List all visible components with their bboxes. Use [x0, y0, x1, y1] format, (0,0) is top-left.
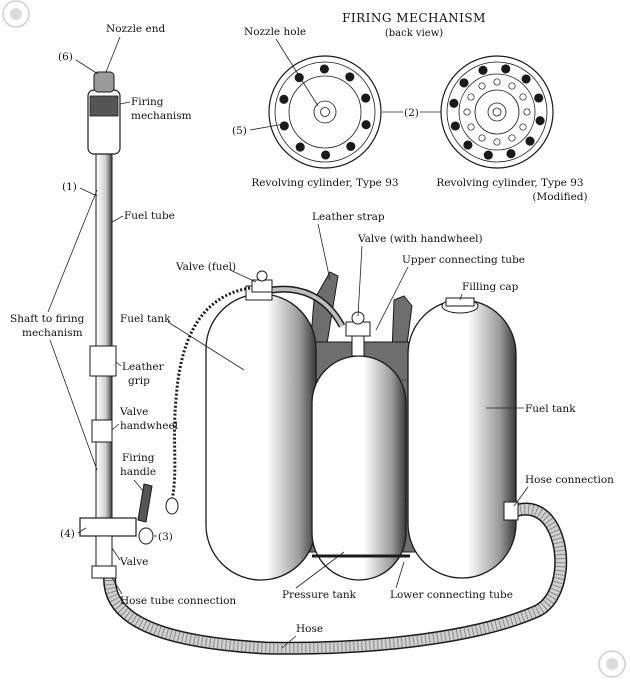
label-lower-connecting-tube: Lower connecting tube	[390, 589, 513, 601]
cylinder-hole	[525, 136, 535, 146]
cylinder-hole	[346, 141, 356, 151]
cylinder-hole	[463, 108, 471, 116]
label-fuel-tank-left: Fuel tank	[120, 313, 171, 325]
cylinder-hole	[450, 121, 460, 131]
label-valve-handwheel-line2: handwheel	[120, 420, 179, 432]
label-cylinder-type93: Revolving cylinder, Type 93	[251, 177, 398, 189]
cylinder-hole	[534, 93, 544, 103]
cylinder-hole	[508, 82, 516, 90]
label-valve-fuel: Valve (fuel)	[175, 261, 236, 273]
cylinder-hole	[519, 93, 527, 101]
cylinder-hole	[279, 94, 289, 104]
cylinder-hole	[519, 123, 527, 131]
label-firing-handle-line2: handle	[120, 466, 156, 478]
label-pressure-tank: Pressure tank	[282, 589, 357, 601]
watermark-logo-bottom-right	[598, 650, 626, 678]
cylinder-hole	[361, 120, 371, 130]
label-ref-3: (3)	[158, 531, 173, 543]
cylinder-hole	[361, 93, 371, 103]
gun-tube-drawing	[79, 71, 154, 579]
fuel-tank-left-drawing	[205, 285, 317, 581]
revolving-cylinder-type93-drawing	[268, 55, 382, 169]
cylinder-hole	[449, 98, 459, 108]
cylinder-hole	[478, 82, 486, 90]
label-firing-mechanism-line1: Firing	[131, 96, 164, 108]
cylinder-hole	[478, 134, 486, 142]
diagram-title: FIRING MECHANISM	[342, 11, 486, 25]
label-fuel-tube: Fuel tube	[124, 210, 175, 222]
cylinder-hole	[478, 65, 488, 75]
label-ref-4: (4)	[60, 528, 75, 540]
cylinder-hole	[279, 121, 289, 131]
label-valve: Valve	[119, 556, 148, 568]
label-firing-handle-line1: Firing	[122, 452, 155, 464]
cylinder-hole	[521, 74, 531, 84]
label-hose: Hose	[296, 623, 323, 635]
hose-connection-fitting	[503, 501, 519, 521]
label-shaft-line2: mechanism	[22, 327, 83, 339]
label-leather-strap: Leather strap	[312, 211, 385, 223]
label-valve-handwheel-line1: Valve	[119, 406, 148, 418]
label-cylinder-modified-note: (Modified)	[532, 191, 587, 203]
label-hose-tube-connection: Hose tube connection	[120, 595, 236, 607]
label-ref-5: (5)	[232, 125, 247, 137]
cylinder-hole	[319, 64, 329, 74]
cylinder-hole	[459, 78, 469, 88]
diagram-subtitle: (back view)	[385, 28, 443, 39]
label-ref-2: (2)	[404, 107, 419, 119]
pressure-tank-drawing	[311, 355, 407, 581]
label-valve-with-handwheel: Valve (with handwheel)	[357, 233, 483, 245]
watermark-logo-top-left	[2, 0, 30, 28]
revolving-cylinder-type93-modified-drawing	[440, 55, 554, 169]
label-nozzle-hole: Nozzle hole	[244, 26, 306, 38]
cylinder-hole	[295, 142, 305, 152]
label-cylinder-type93-modified: Revolving cylinder, Type 93	[436, 177, 583, 189]
cylinder-hole	[467, 93, 475, 101]
cylinder-hole	[523, 108, 531, 116]
label-hose-connection: Hose connection	[525, 474, 614, 486]
cylinder-hole	[501, 64, 511, 74]
cylinder-hole	[506, 149, 516, 159]
cylinder-hole	[345, 72, 355, 82]
valves-and-upper-tube-drawing	[251, 270, 371, 357]
label-firing-mechanism-line2: mechanism	[131, 110, 192, 122]
label-filling-cap: Filling cap	[462, 281, 519, 293]
label-leather-grip-line2: grip	[128, 375, 150, 387]
fuel-tank-right-drawing	[407, 297, 517, 579]
label-leather-grip-line1: Leather	[122, 361, 165, 373]
cylinder-hole	[508, 134, 516, 142]
label-ref-1: (1)	[62, 181, 77, 193]
cylinder-hole	[467, 123, 475, 131]
cylinder-hole	[493, 78, 501, 86]
label-shaft-line1: Shaft to firing	[10, 313, 85, 325]
cylinder-hole	[463, 140, 473, 150]
label-ref-6: (6)	[58, 51, 73, 63]
cylinder-hole	[493, 138, 501, 146]
label-nozzle-end: Nozzle end	[106, 23, 165, 35]
label-fuel-tank-right: Fuel tank	[525, 403, 576, 415]
cylinder-hole	[535, 116, 545, 126]
cylinder-hole	[483, 150, 493, 160]
cylinder-hole	[321, 150, 331, 160]
label-upper-connecting-tube: Upper connecting tube	[402, 254, 525, 266]
